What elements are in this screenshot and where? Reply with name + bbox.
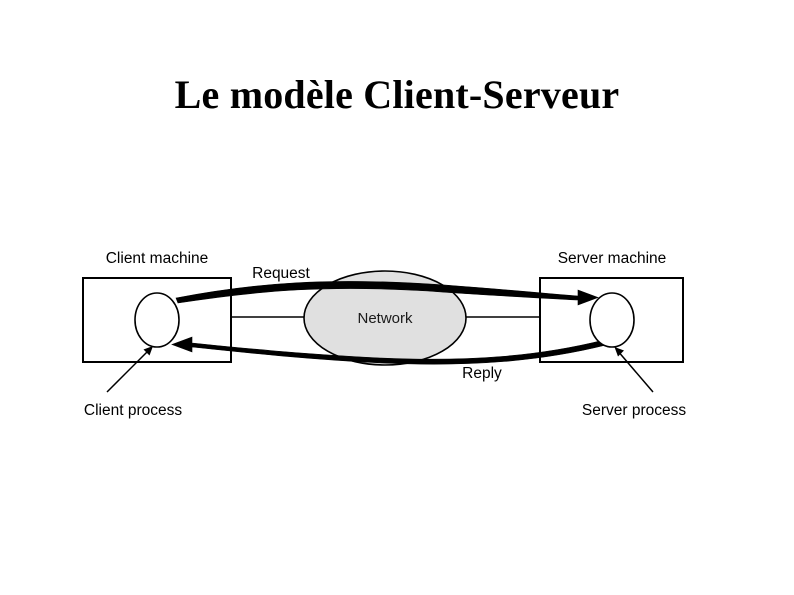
server-process-ellipse — [589, 292, 635, 348]
request-arrow — [175, 281, 599, 306]
server-process-label: Server process — [582, 402, 686, 419]
network-cloud — [303, 270, 467, 366]
reply-label: Reply — [462, 365, 502, 382]
request-label: Request — [252, 265, 310, 282]
server-process-callout-arrow — [614, 347, 654, 393]
client-process-label: Client process — [84, 402, 182, 419]
reply-arrow — [171, 336, 607, 365]
page-title: Le modèle Client-Serveur — [174, 72, 620, 117]
client-machine-label: Client machine — [106, 250, 209, 267]
network-label: Network — [357, 310, 413, 327]
server-machine-label: Server machine — [558, 250, 667, 267]
client-process-callout-arrow — [106, 346, 153, 393]
client-process-ellipse — [134, 292, 180, 348]
